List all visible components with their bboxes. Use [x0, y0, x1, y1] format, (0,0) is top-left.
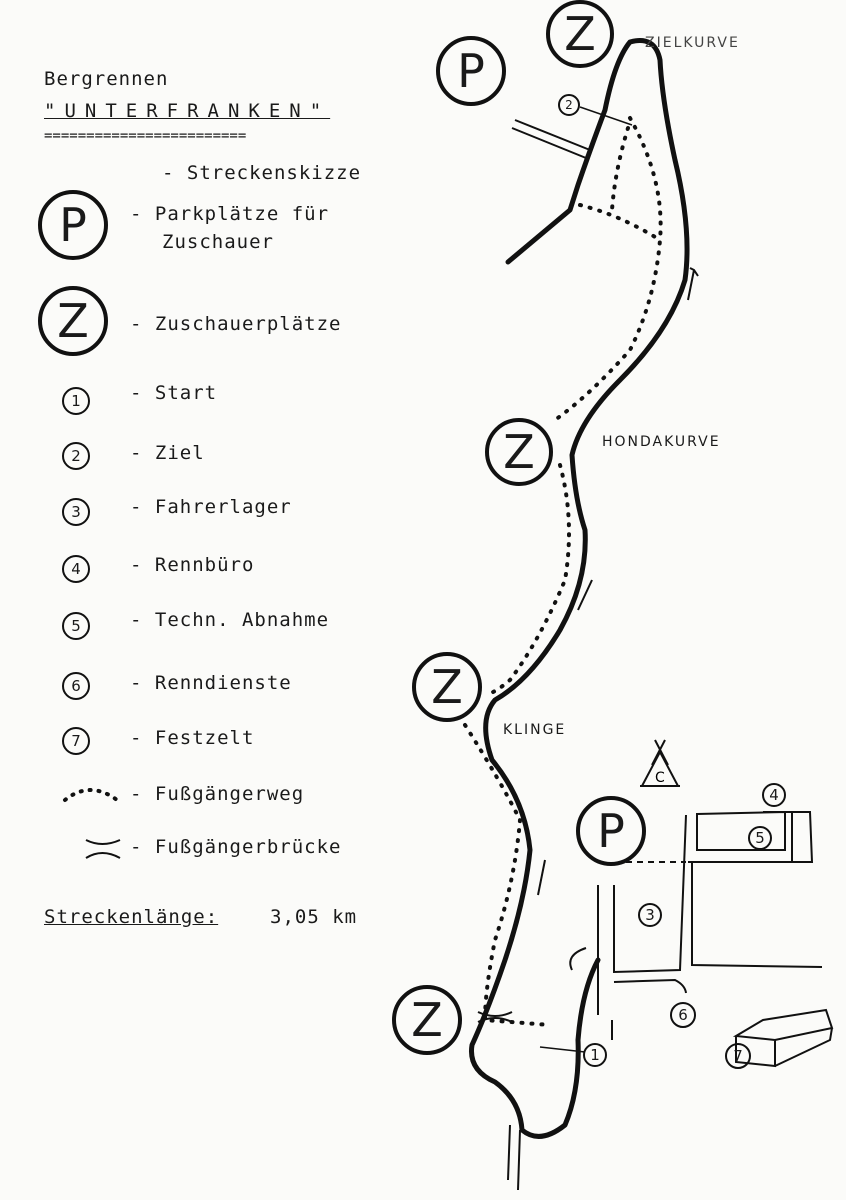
- legend-start: - Start: [130, 382, 218, 404]
- label-hondakurve: HONDAKURVE: [602, 434, 721, 450]
- legend-inspection-icon: 5: [62, 612, 90, 640]
- footbridge: [477, 1011, 513, 1023]
- legend-inspection: - Techn. Abnahme: [130, 609, 330, 631]
- start-line: [539, 1046, 586, 1053]
- footpath-symbol: [63, 788, 119, 802]
- legend-parking-2: Zuschauer: [162, 231, 274, 253]
- parking-top: P: [436, 36, 506, 106]
- legend-spectator-icon: Z: [38, 286, 108, 356]
- legend-tent: - Festzelt: [130, 727, 255, 749]
- legend-spectator: - Zuschauerplätze: [130, 313, 342, 335]
- legend-paddock-icon: 3: [62, 498, 90, 526]
- legend-office: - Rennbüro: [130, 554, 255, 576]
- marker-finish: 2: [558, 94, 580, 116]
- marker-inspection: 5: [748, 826, 772, 850]
- legend-tent-icon: 7: [62, 727, 90, 755]
- spectator-zielkurve: Z: [546, 0, 614, 68]
- legend-footpath: - Fußgängerweg: [130, 783, 305, 805]
- legend-parking-icon: P: [38, 190, 108, 260]
- track-tail: [507, 1124, 521, 1191]
- marker-start: 1: [583, 1043, 607, 1067]
- race-track: [468, 38, 690, 1139]
- legend-sketch: - Streckenskizze: [162, 162, 362, 184]
- legend-finish: - Ziel: [130, 442, 205, 464]
- parking-bottom: P: [576, 796, 646, 866]
- legend-paddock: - Fahrerlager: [130, 496, 292, 518]
- title-line1: Bergrennen: [44, 68, 169, 90]
- label-klinge: KLINGE: [503, 722, 567, 738]
- legend-start-icon: 1: [62, 387, 90, 415]
- spectator-start: Z: [392, 985, 462, 1055]
- legend-finish-icon: 2: [62, 442, 90, 470]
- spectator-hondakurve: Z: [485, 418, 553, 486]
- legend-office-icon: 4: [62, 555, 90, 583]
- track-top-spur: [511, 119, 591, 159]
- marker-office: 4: [762, 783, 786, 807]
- marker-tent: 7: [725, 1043, 751, 1069]
- length-label: Streckenlänge:: [44, 906, 219, 928]
- title-line2: "UNTERFRANKEN": [44, 100, 331, 122]
- paddock-area: [569, 739, 834, 1068]
- legend-footbridge: - Fußgängerbrücke: [130, 836, 342, 858]
- finish-line: [579, 106, 633, 126]
- arrow-2: [577, 579, 593, 611]
- tent-letter: C: [655, 770, 665, 786]
- spectator-klinge: Z: [412, 652, 482, 722]
- marker-paddock: 3: [638, 903, 662, 927]
- arrow-1: [687, 267, 699, 301]
- marker-services: 6: [670, 1002, 696, 1028]
- footpath: [463, 116, 663, 1027]
- footbridge-symbol: [85, 839, 121, 859]
- length-value: 3,05 km: [270, 906, 358, 928]
- legend-parking: - Parkplätze für: [130, 203, 330, 225]
- legend-services: - Renndienste: [130, 672, 292, 694]
- label-zielkurve: ZIELKURVE: [645, 35, 740, 51]
- title-underline: ========================: [44, 128, 247, 144]
- arrow-3: [537, 859, 546, 896]
- legend-services-icon: 6: [62, 672, 90, 700]
